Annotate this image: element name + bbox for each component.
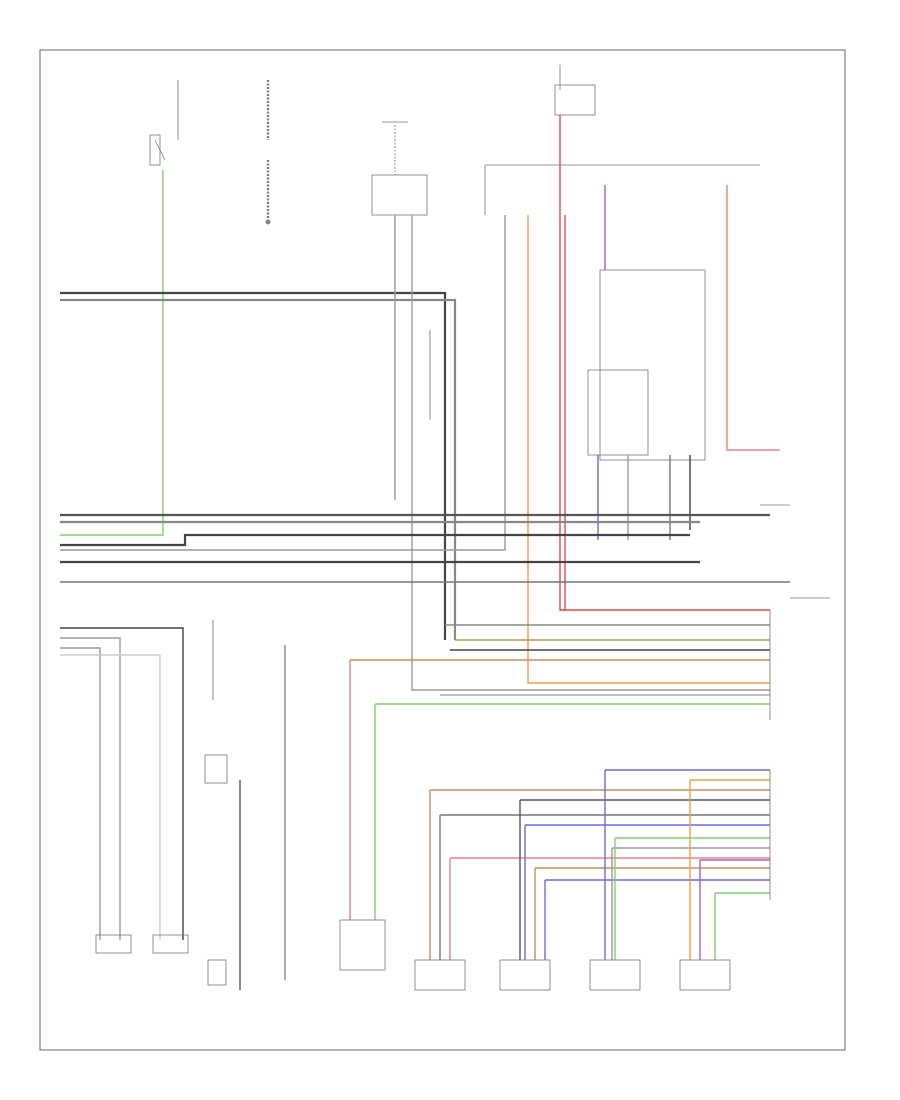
wire-gray-relay-b bbox=[411, 215, 770, 691]
relay-component-top-center bbox=[371, 121, 428, 216]
bottom-connector-4 bbox=[679, 959, 731, 991]
wire-harness bbox=[60, 115, 790, 990]
right-connector-pins bbox=[760, 504, 830, 900]
wire-gray-feed-left bbox=[60, 215, 506, 551]
bottom-connector-1 bbox=[414, 959, 466, 991]
inner-module-center bbox=[587, 369, 649, 456]
wire-gray-left-3 bbox=[60, 647, 101, 940]
relay-component-top-right bbox=[484, 65, 760, 215]
wire-gray-bus-upper bbox=[60, 298, 457, 640]
bottom-left-switch bbox=[204, 754, 228, 986]
bottom-left-sensor-1 bbox=[95, 934, 132, 954]
wire-orange-feed bbox=[527, 215, 770, 684]
bottom-center-module bbox=[339, 919, 386, 971]
bottom-connector-3 bbox=[589, 959, 641, 991]
switch-component-top-left bbox=[149, 80, 179, 166]
wire-pink-feed-right bbox=[726, 185, 780, 451]
bottom-connector-2 bbox=[499, 959, 551, 991]
bottom-left-sensor-2 bbox=[152, 934, 189, 954]
wire-black-left-1 bbox=[60, 627, 184, 940]
wire-green-switch bbox=[60, 170, 164, 536]
wire-lightgray-left-4 bbox=[60, 654, 161, 940]
wire-black-mid-3 bbox=[60, 533, 690, 547]
wire-black-bus-upper bbox=[60, 291, 447, 640]
control-module-center bbox=[599, 269, 706, 461]
fuse-component-top bbox=[265, 80, 271, 225]
wire-red-main bbox=[559, 115, 770, 611]
diagram-frame bbox=[39, 49, 846, 1051]
wire-gray-left-2 bbox=[60, 637, 121, 940]
